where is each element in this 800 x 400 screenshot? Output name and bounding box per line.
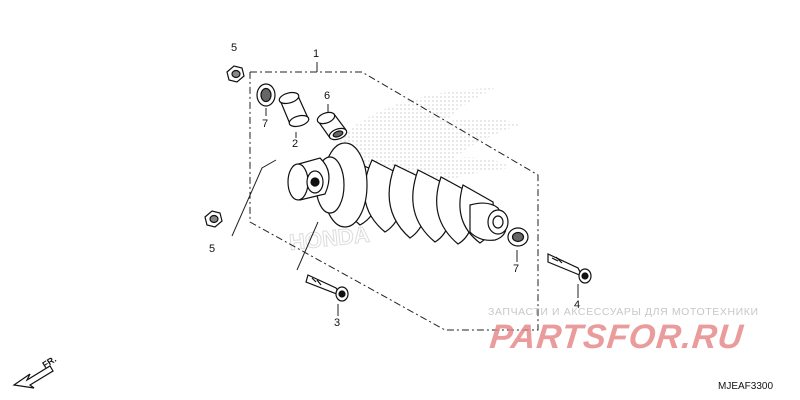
callout-6: 6: [324, 90, 331, 102]
callout-7: 7: [513, 263, 520, 275]
callout-7: 7: [262, 118, 269, 130]
callout-1: 1: [313, 48, 320, 60]
watermark-logo: PARTSFOR.RU: [488, 318, 746, 356]
seal-icon: [507, 227, 529, 247]
svg-text:HONDA: HONDA: [288, 222, 371, 255]
assembly-outline: [249, 71, 539, 331]
collar-icon: [278, 91, 310, 128]
callout-5: 5: [209, 243, 216, 255]
nut-icon: [226, 65, 245, 83]
nut-icon: [204, 210, 223, 228]
diagram-code: MJEAF3300: [718, 381, 774, 392]
seal-icon: [256, 83, 276, 107]
callout-2: 2: [292, 138, 299, 150]
bushing-icon: [316, 111, 348, 141]
front-arrow-icon: [12, 365, 54, 389]
watermark-caption: ЗАПЧАСТИ И АКСЕССУАРЫ ДЛЯ МОТОТЕХНИКИ: [488, 306, 759, 318]
callout-3: 3: [334, 317, 341, 329]
callout-4: 4: [574, 299, 581, 311]
bolt-icon: [547, 253, 592, 284]
callout-5: 5: [231, 42, 238, 54]
bolt-icon: [305, 274, 349, 302]
shock-absorber: [287, 142, 509, 245]
